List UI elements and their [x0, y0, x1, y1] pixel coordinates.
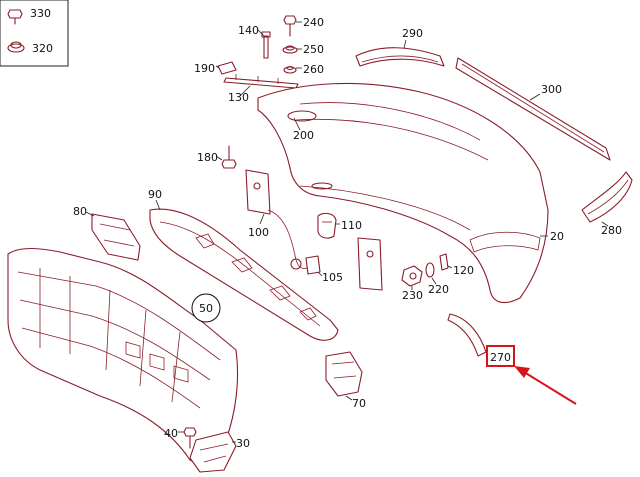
label-180: 180: [197, 151, 218, 164]
pointer-arrow: [514, 366, 577, 405]
label-120: 120: [453, 264, 474, 277]
legend-frame: [0, 0, 69, 67]
label-190: 190: [194, 62, 215, 75]
screw-40: [178, 427, 197, 449]
label-320: 320: [32, 42, 53, 55]
grommet-105: [290, 255, 323, 277]
legend-icon-320: [7, 41, 25, 53]
label-260: 260: [303, 63, 324, 76]
label-20: 20: [550, 230, 564, 243]
highlight-box-270: [486, 345, 515, 367]
fasteners-230-220-120: [401, 253, 453, 290]
label-70: 70: [352, 397, 366, 410]
label-50: 50: [199, 302, 213, 315]
label-220: 220: [428, 283, 449, 296]
fastener-group-top: [257, 15, 302, 74]
label-90: 90: [148, 188, 162, 201]
trim-strip-300: [455, 57, 611, 161]
label-140: 140: [238, 24, 259, 37]
label-230: 230: [402, 289, 423, 302]
label-270: 270: [490, 351, 511, 364]
label-130: 130: [228, 91, 249, 104]
trim-strip-290: [355, 39, 445, 67]
label-80: 80: [73, 205, 87, 218]
label-110: 110: [341, 219, 362, 232]
legend: 330 320: [0, 0, 69, 67]
bracket-70: [325, 351, 363, 401]
label-40: 40: [164, 427, 178, 440]
energy-absorber-50: [7, 247, 239, 463]
bumper-cover-20: [257, 82, 549, 304]
end-cap-280: [581, 171, 633, 227]
callout-circle-50: [191, 293, 221, 323]
label-200: 200: [293, 129, 314, 142]
label-280: 280: [601, 224, 622, 237]
label-330: 330: [30, 7, 51, 20]
lower-part-30: [189, 431, 237, 473]
label-250: 250: [303, 43, 324, 56]
label-100: 100: [248, 226, 269, 239]
bracket-80: [85, 211, 141, 261]
wheel-arch-trim-270: [447, 313, 487, 357]
legend-icon-330: [7, 9, 23, 25]
reinforcement-90: [149, 199, 339, 341]
label-240: 240: [303, 16, 324, 29]
label-105: 105: [322, 271, 343, 284]
label-290: 290: [402, 27, 423, 40]
screw-180: [215, 145, 237, 169]
clip-110: [317, 212, 340, 239]
sensor-bracket-100: [245, 169, 383, 291]
label-300: 300: [541, 83, 562, 96]
label-30: 30: [236, 437, 250, 450]
